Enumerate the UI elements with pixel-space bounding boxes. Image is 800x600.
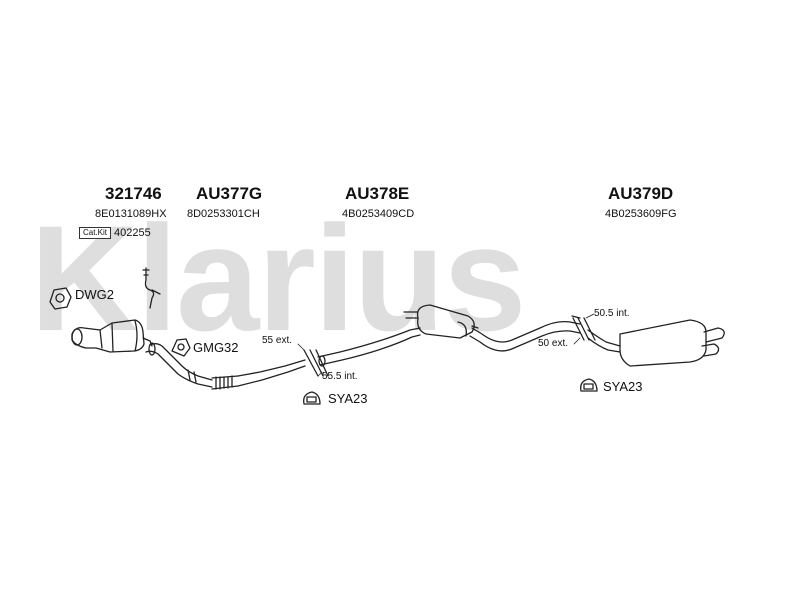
intermediate-pipe-drawing	[317, 327, 421, 367]
dimension-label-front-ext: 55 ext.	[262, 335, 293, 346]
part-reference-rear-silencer: 4B0253609FG	[605, 208, 677, 220]
rear-silencer-drawing	[587, 319, 725, 367]
dimension-label-rear-int: 50.5 int.	[594, 308, 630, 319]
fitting-label-gmg32: GMG32	[193, 340, 239, 355]
middle-silencer-drawing	[403, 304, 479, 339]
part-number-front-pipe: AU377G	[196, 184, 263, 203]
rear-connecting-pipe-drawing	[469, 315, 581, 352]
dimension-label-rear-ext: 50 ext.	[538, 338, 569, 349]
hanger-icon-sya23-front	[303, 391, 321, 405]
gasket-icon-gmg32	[171, 338, 191, 357]
gasket-icon-dwg2	[49, 287, 72, 310]
hanger-icon-sya23-rear	[580, 378, 598, 392]
dimension-leaders	[297, 313, 595, 377]
part-number-rear-silencer: AU379D	[608, 184, 674, 203]
front-pipe-drawing	[145, 342, 306, 390]
fitting-label-sya23-rear: SYA23	[603, 379, 643, 394]
catalytic-converter-drawing	[71, 319, 153, 353]
part-number-catalyst: 321746	[105, 184, 162, 203]
lambda-sensor-icon	[142, 267, 161, 309]
part-number-middle-silencer: AU378E	[345, 184, 410, 203]
fitting-label-dwg2: DWG2	[75, 287, 114, 302]
part-reference-catalyst: 8E0131089HX	[95, 208, 167, 220]
pipe-joint-front	[303, 349, 329, 377]
dimension-label-front-int: 55.5 int.	[322, 371, 358, 382]
cat-kit-label: Cat.Kit	[79, 227, 112, 239]
part-reference-front-pipe: 8D0253301CH	[187, 208, 260, 220]
cat-kit-number: 402255	[114, 227, 151, 239]
part-reference-middle-silencer: 4B0253409CD	[342, 208, 415, 220]
pipe-joint-rear	[572, 317, 596, 341]
fitting-label-sya23-front: SYA23	[328, 391, 368, 406]
